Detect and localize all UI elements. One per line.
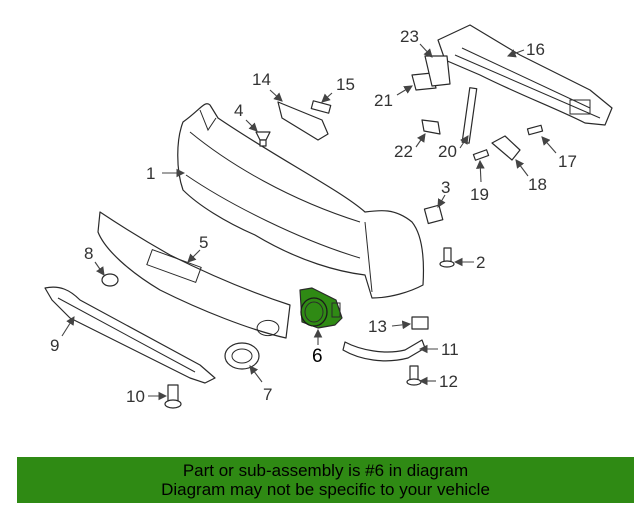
callout-16: 16 <box>526 40 545 59</box>
callout-20: 20 <box>438 142 457 161</box>
lower-valance <box>97 211 291 339</box>
bracket-22 <box>421 119 441 135</box>
callout-3: 3 <box>441 178 450 197</box>
bolt-15 <box>310 100 332 114</box>
reinforcement-beam <box>437 24 613 126</box>
strip-20 <box>461 87 478 144</box>
bracket-14 <box>277 101 329 141</box>
callout-8: 8 <box>84 244 93 263</box>
clip-3 <box>423 204 444 225</box>
fog-lamp-highlighted <box>299 287 343 329</box>
bolt-10 <box>164 384 182 409</box>
callout-9: 9 <box>50 336 59 355</box>
callout-14: 14 <box>252 70 271 89</box>
small-ring <box>101 273 119 287</box>
callout-6: 6 <box>312 346 323 367</box>
callout-4: 4 <box>234 101 243 120</box>
fastener-12 <box>406 365 422 386</box>
bumper-cover <box>177 103 425 299</box>
screw-19 <box>472 149 490 161</box>
bolt-2 <box>439 247 455 268</box>
parts-diagram: 1 2 3 4 5 6 7 8 9 10 11 12 13 14 15 16 1… <box>44 24 613 409</box>
push-clip-4 <box>255 131 271 147</box>
callout-11: 11 <box>441 340 459 359</box>
callout-23: 23 <box>400 27 419 46</box>
side-bracket <box>342 339 426 362</box>
callout-22: 22 <box>394 142 413 161</box>
callout-10: 10 <box>126 387 145 406</box>
callout-2: 2 <box>476 253 485 272</box>
part-info-banner: Part or sub-assembly is #6 in diagram Di… <box>17 457 634 503</box>
callout-17: 17 <box>558 152 577 171</box>
screw-17 <box>526 124 544 136</box>
clip-13 <box>411 316 429 330</box>
bracket-23 <box>424 55 451 87</box>
callout-5: 5 <box>199 233 208 252</box>
reflector-ring <box>224 342 260 370</box>
callout-12: 12 <box>439 372 458 391</box>
banner-line-1: Part or sub-assembly is #6 in diagram <box>182 461 469 480</box>
callout-1: 1 <box>146 164 155 183</box>
callout-15: 15 <box>336 75 355 94</box>
banner-line-2: Diagram may not be specific to your vehi… <box>161 480 490 499</box>
skid-plate <box>44 286 216 384</box>
callout-13: 13 <box>368 317 387 336</box>
bracket-18 <box>491 135 521 161</box>
callout-7: 7 <box>263 385 272 404</box>
callout-18: 18 <box>528 175 547 194</box>
callout-21: 21 <box>374 91 393 110</box>
callout-19: 19 <box>470 185 489 204</box>
